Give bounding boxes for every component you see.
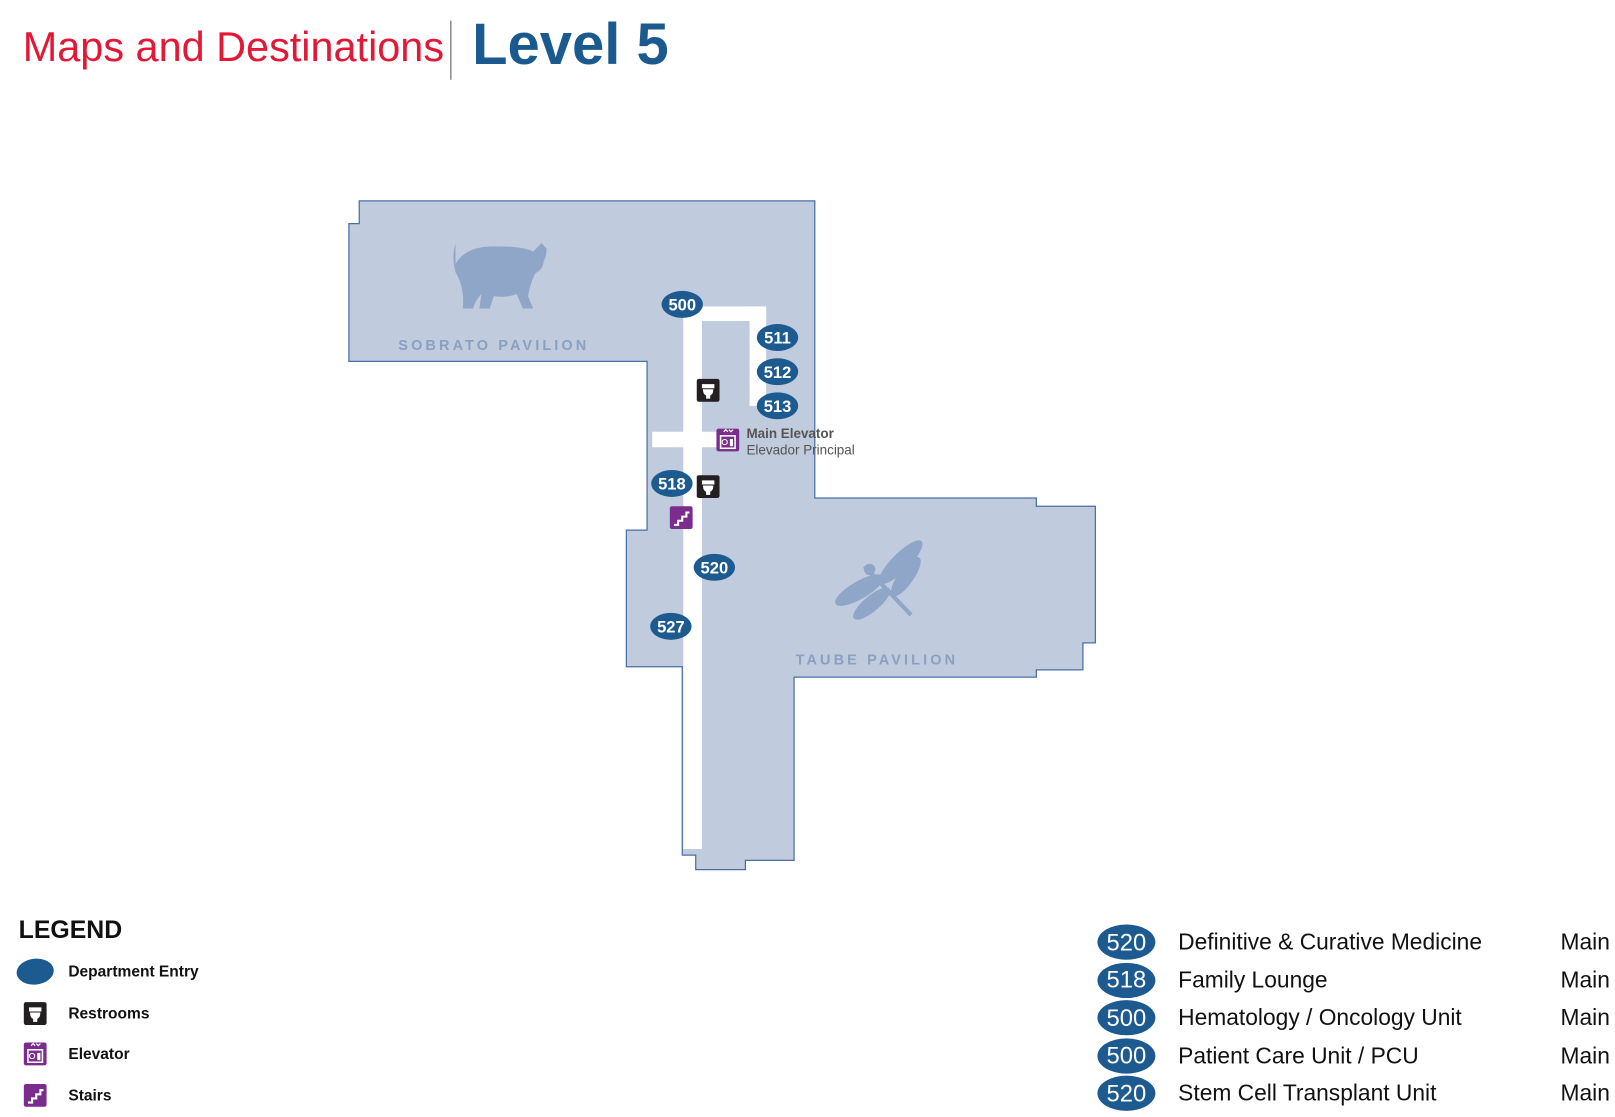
floor-outline (348, 200, 1096, 871)
legend-title: LEGEND (18, 916, 123, 945)
room-badge: 500 (1097, 1000, 1156, 1036)
room-badge: 500 (1097, 1038, 1156, 1074)
svg-text:512: 512 (764, 363, 792, 382)
title-divider (450, 20, 452, 80)
entry-527[interactable]: 527 (650, 612, 692, 640)
elevator-icon (23, 1041, 48, 1067)
pavilion-label-sobrato: SOBRATO PAVILION (398, 338, 589, 354)
svg-text:500: 500 (668, 296, 696, 315)
elevator-label: Main Elevator (746, 426, 834, 441)
restroom-icon (696, 378, 720, 402)
pavilion-label-taube: TAUBE PAVILION (796, 653, 959, 669)
corridors (652, 306, 767, 849)
room-badge: 520 (1097, 1075, 1156, 1112)
entry-500[interactable]: 500 (661, 290, 703, 318)
svg-text:513: 513 (764, 397, 792, 416)
entry-513[interactable]: 513 (756, 392, 799, 420)
restroom-icon (23, 1002, 47, 1025)
page-title: Maps and Destinations (22, 24, 445, 71)
bear-icon (453, 243, 547, 309)
entry-518[interactable]: 518 (651, 470, 693, 497)
restroom-icon (696, 475, 720, 498)
legend-item-elevator: Elevator (17, 1041, 130, 1067)
legend-item-restrooms: Restrooms (17, 1001, 149, 1026)
room-badge: 518 (1097, 962, 1156, 998)
elevator-icon (715, 427, 740, 453)
entry-512[interactable]: 512 (756, 358, 799, 386)
level-title: Level 5 (472, 11, 669, 77)
svg-text:527: 527 (657, 618, 685, 637)
dragonfly-icon (835, 540, 923, 620)
department-entry-icon (15, 956, 56, 987)
svg-text:520: 520 (701, 559, 729, 578)
stairs-icon (668, 505, 694, 531)
entry-511[interactable]: 511 (756, 324, 799, 351)
svg-text:518: 518 (658, 475, 686, 494)
room-badge: 520 (1097, 924, 1156, 960)
legend-item-stairs: Stairs (17, 1082, 112, 1108)
legend-item-department-entry: Department Entry (15, 956, 199, 987)
svg-text:511: 511 (764, 329, 791, 348)
elevator-label-spanish: Elevador Principal (746, 442, 854, 457)
stairs-icon (22, 1082, 48, 1108)
entry-520[interactable]: 520 (693, 553, 736, 581)
